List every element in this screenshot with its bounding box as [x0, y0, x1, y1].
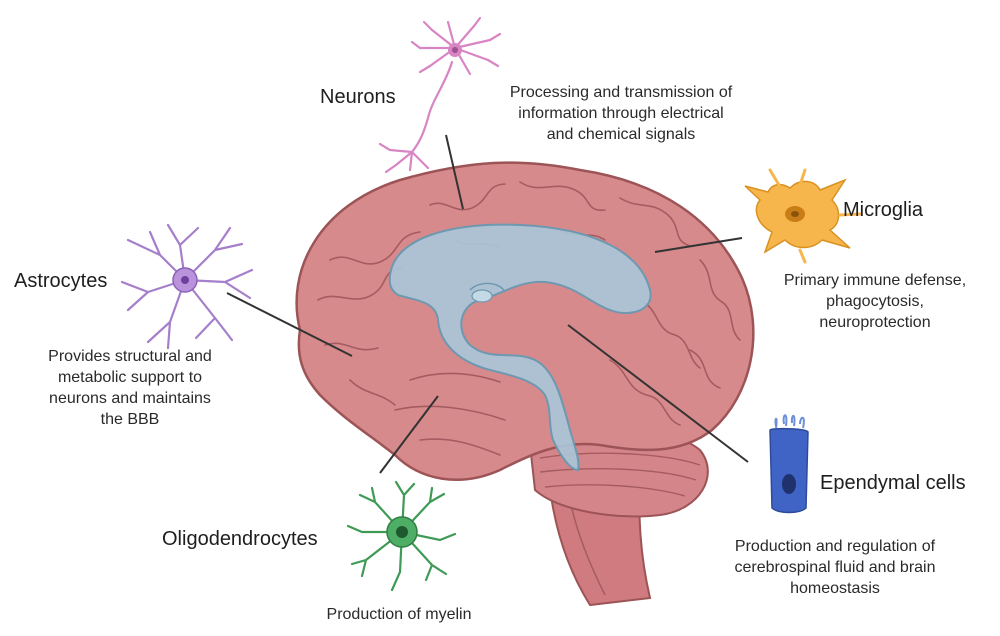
astrocytes-leader-line — [226, 292, 353, 357]
microglia-leader-line — [654, 237, 743, 253]
ependymal-description-line: Production and regulation of — [734, 538, 936, 555]
ependymal-cells-description: Production and regulation of cerebrospin… — [700, 536, 970, 599]
oligodendrocytes-description-line: Production of myelin — [326, 606, 472, 623]
astrocytes-description-line: metabolic support to — [57, 369, 203, 387]
ependymal-cells-label: Ependymal cells — [820, 472, 966, 494]
neuron-icon — [378, 16, 502, 174]
neurons-description: Processing and transmission of informati… — [476, 82, 766, 145]
astrocytes-description-line: the BBB — [100, 411, 160, 429]
ependymal-description-line: homeostasis — [790, 580, 880, 598]
neurons-description-line: Processing and transmission of — [509, 84, 733, 101]
microglia-description-line: neuroprotection — [819, 314, 931, 332]
oligodendrocyte-icon — [346, 480, 457, 592]
ependymal-cell-icon — [769, 414, 809, 514]
ependymal-description-line: cerebrospinal fluid and brain — [734, 559, 936, 577]
oligodendrocytes-description: Production of myelin — [294, 604, 504, 625]
leader-lines — [226, 134, 749, 474]
astrocytes-description-line: neurons and maintains — [49, 390, 211, 408]
microglia-description-line: phagocytosis, — [826, 293, 924, 311]
neurons-leader-line — [445, 134, 464, 210]
neurons-description-line: information through electrical — [518, 105, 724, 123]
astrocytes-label: Astrocytes — [14, 270, 108, 292]
neurons-label: Neurons — [320, 86, 396, 108]
neurons-description-line: and chemical signals — [546, 126, 696, 144]
microglia-label: Microglia — [843, 199, 924, 221]
brain-illustration — [295, 161, 755, 607]
ependymal-leader-line — [567, 324, 749, 463]
microglia-description-line: Primary immune defense, — [783, 272, 967, 289]
astrocytes-description-line: Provides structural and — [48, 348, 212, 365]
astrocyte-icon — [120, 223, 254, 350]
oligodendrocytes-label: Oligodendrocytes — [162, 528, 318, 550]
microglia-description: Primary immune defense, phagocytosis, ne… — [760, 270, 990, 333]
microglia-icon — [744, 168, 862, 264]
astrocytes-description: Provides structural and metabolic suppor… — [20, 346, 240, 430]
oligodendrocytes-leader-line — [379, 395, 439, 474]
